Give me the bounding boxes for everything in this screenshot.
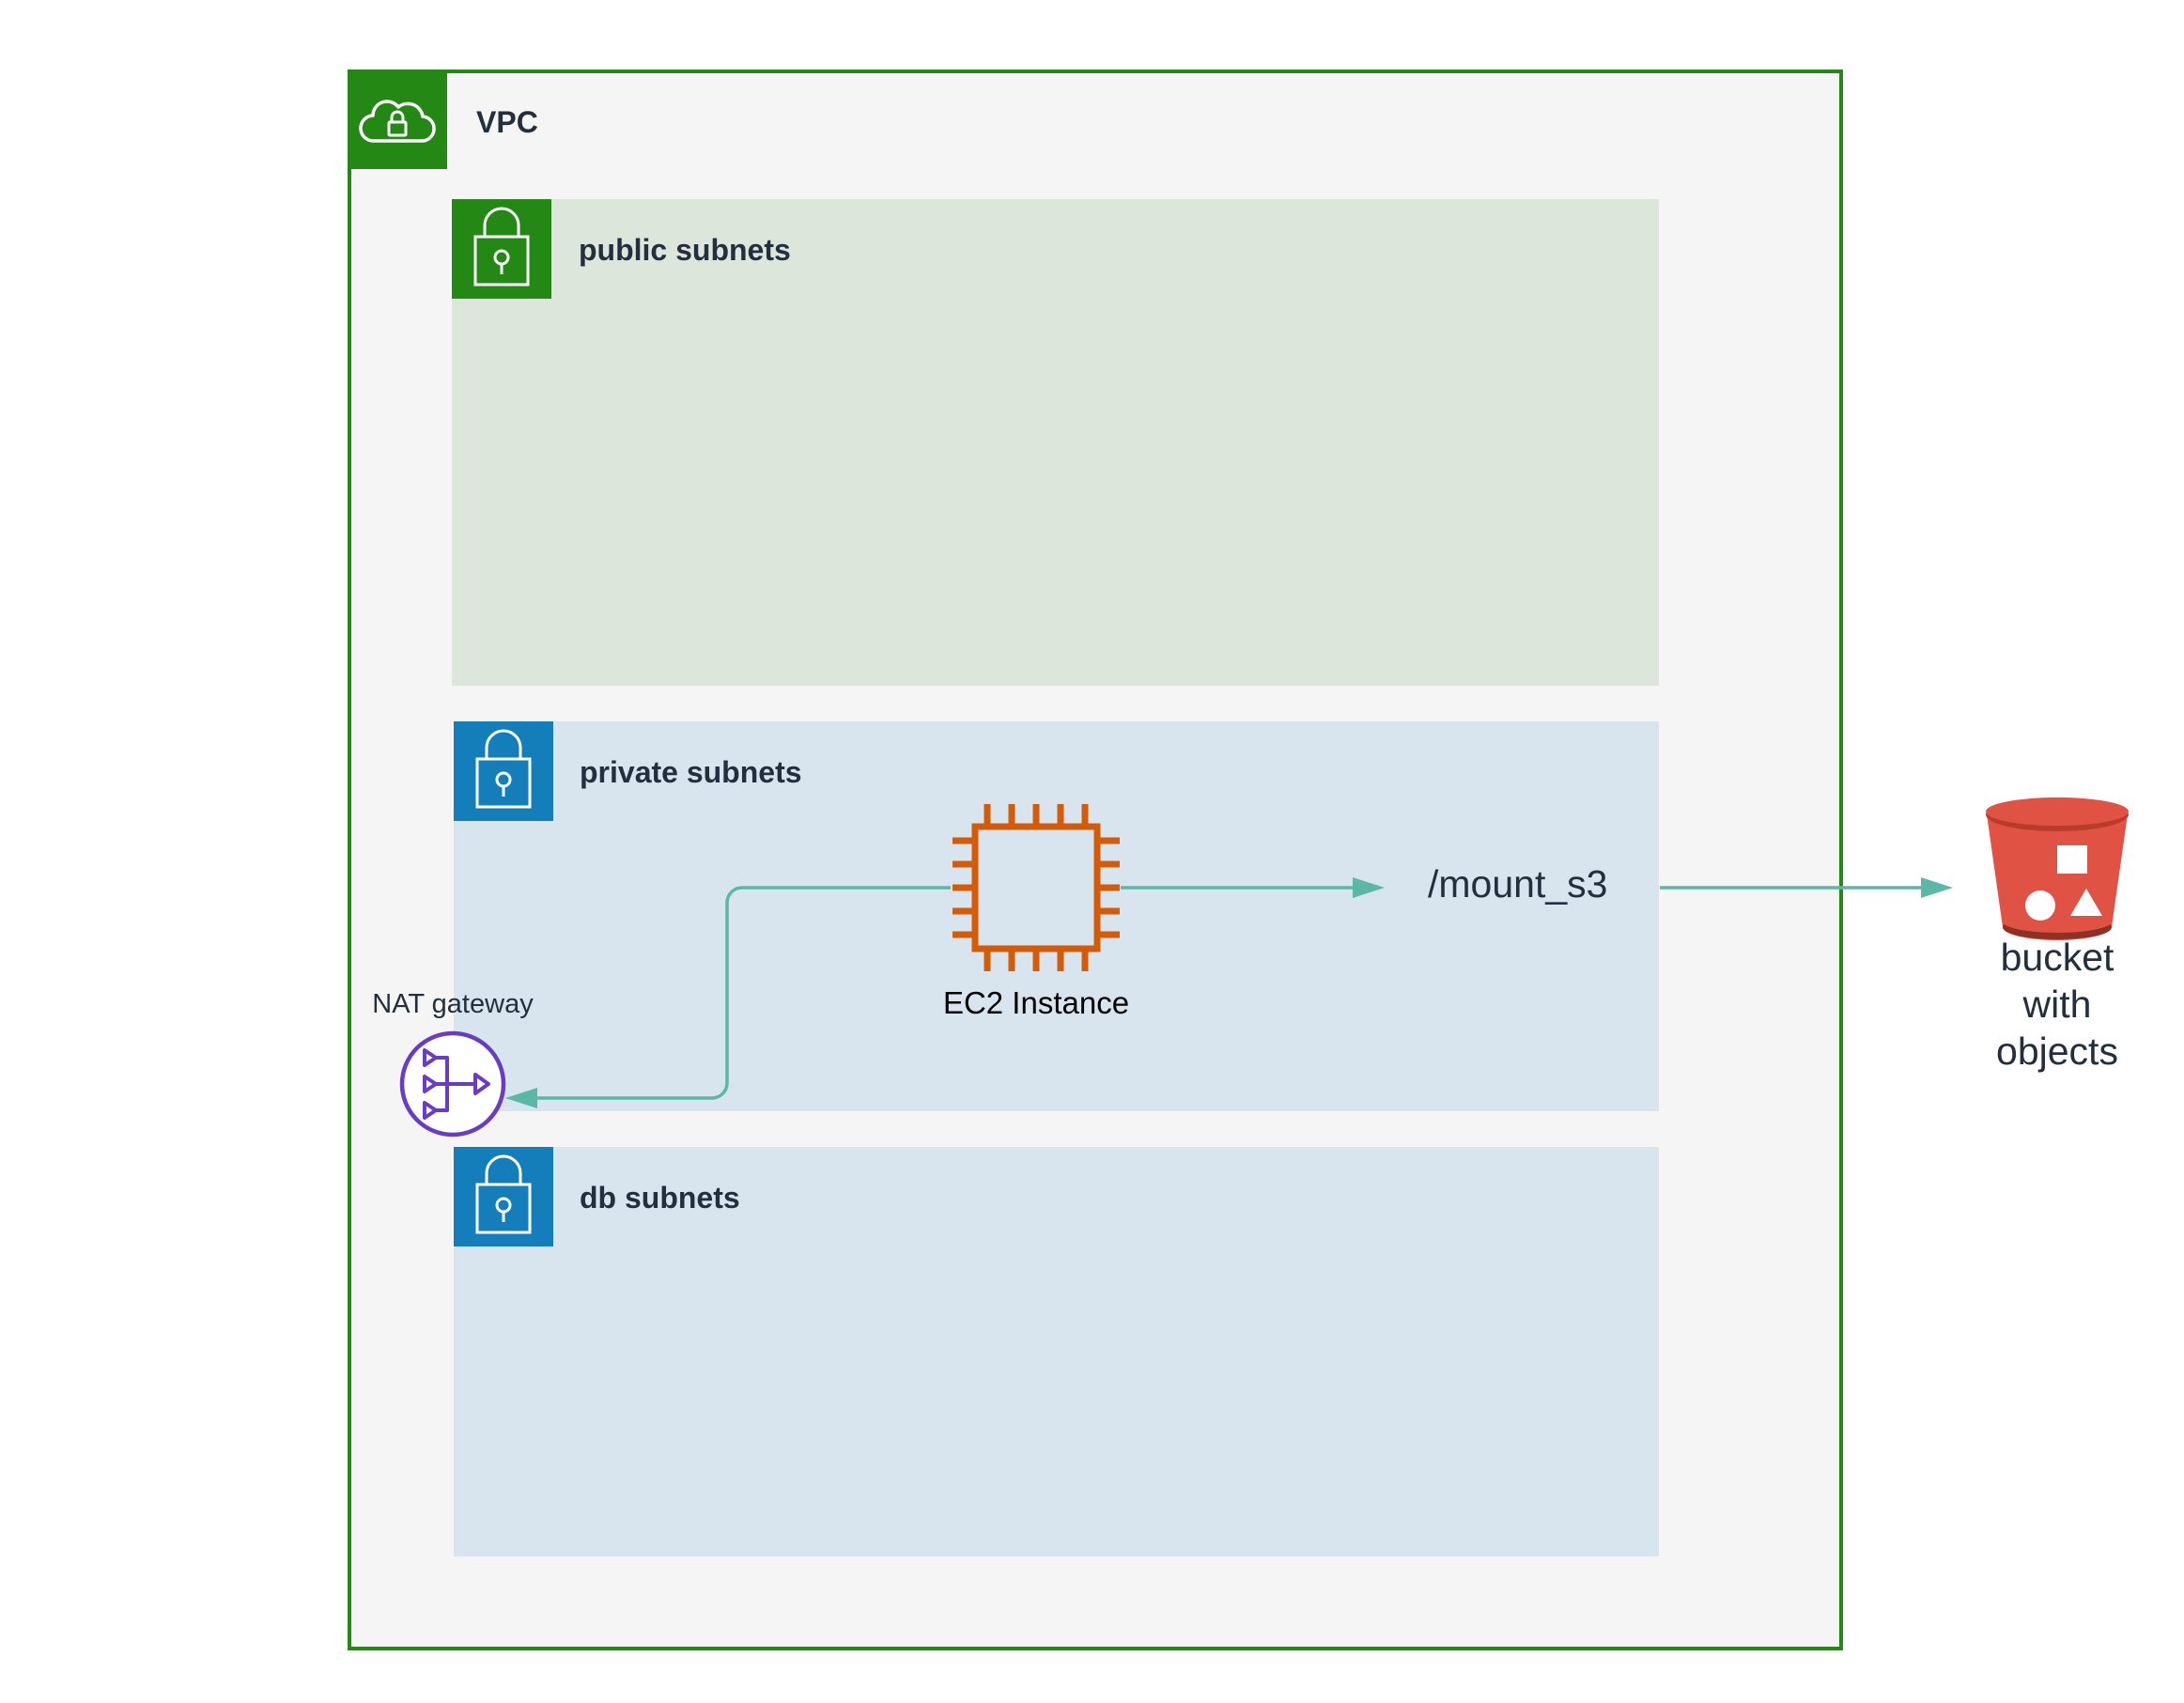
private-subnets-title: private subnets [580, 755, 802, 789]
mount-s3-label: /mount_s3 [1428, 862, 1608, 906]
public-subnets-title: public subnets [579, 233, 791, 267]
vpc-title: VPC [476, 105, 538, 139]
padlock-icon [452, 199, 551, 299]
bucket-label-line: bucket [2000, 936, 2114, 979]
bucket-label-line: objects [1996, 1030, 2118, 1073]
padlock-icon [454, 721, 553, 821]
ec2-label: EC2 Instance [942, 985, 1130, 1020]
s3-bucket-icon[interactable] [1984, 796, 2130, 942]
db-subnets-title: db subnets [580, 1181, 740, 1215]
ec2-chip-icon[interactable] [947, 798, 1125, 977]
nat-gateway-label: NAT gateway [372, 989, 534, 1019]
db-subnets-group: db subnets [454, 1147, 1659, 1556]
bucket-label: bucket with objects [1977, 934, 2137, 1075]
padlock-icon [454, 1147, 553, 1246]
bucket-label-line: with [2022, 983, 2092, 1026]
nat-gateway-icon[interactable] [398, 1030, 507, 1138]
vpc-cloud-lock-icon [348, 70, 447, 169]
arrowhead-bucket [1921, 877, 1953, 898]
public-subnets-group: public subnets [452, 199, 1659, 686]
